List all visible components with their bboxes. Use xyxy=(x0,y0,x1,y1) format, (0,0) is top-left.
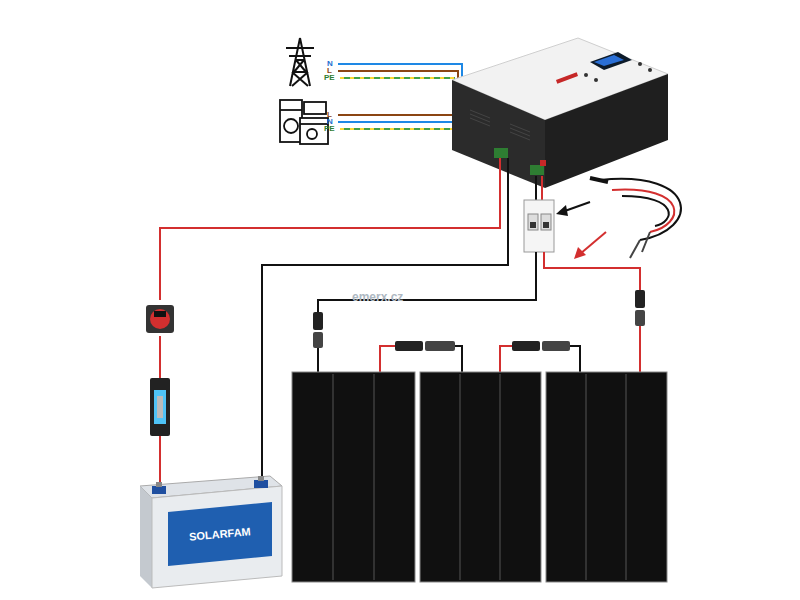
battery xyxy=(140,476,282,588)
pv-cable-icon xyxy=(590,178,681,258)
battery-label: SOLARFAM xyxy=(189,525,252,542)
solar-panel xyxy=(292,372,667,582)
wire-label: PE xyxy=(324,74,335,82)
appliances-icon xyxy=(280,100,328,144)
battery-positive-wire xyxy=(160,158,500,300)
fuse xyxy=(150,378,170,436)
dc-breaker xyxy=(524,200,554,252)
watermark: emerx.cz xyxy=(352,291,403,303)
inverter xyxy=(452,38,668,188)
ac-wires xyxy=(338,64,466,129)
pv-wire xyxy=(535,176,537,200)
mc4-connector xyxy=(395,341,570,351)
pv-positive-wire xyxy=(544,252,640,290)
pv-negative-wire xyxy=(318,252,536,325)
brand-text: SOLARFAM xyxy=(189,525,252,542)
pv-wire xyxy=(541,176,543,200)
pointer-arrow xyxy=(556,202,606,259)
wire-label: PE xyxy=(324,125,335,133)
pylon-icon xyxy=(286,38,314,86)
battery-switch xyxy=(146,305,174,333)
mc4-connector xyxy=(313,290,645,372)
